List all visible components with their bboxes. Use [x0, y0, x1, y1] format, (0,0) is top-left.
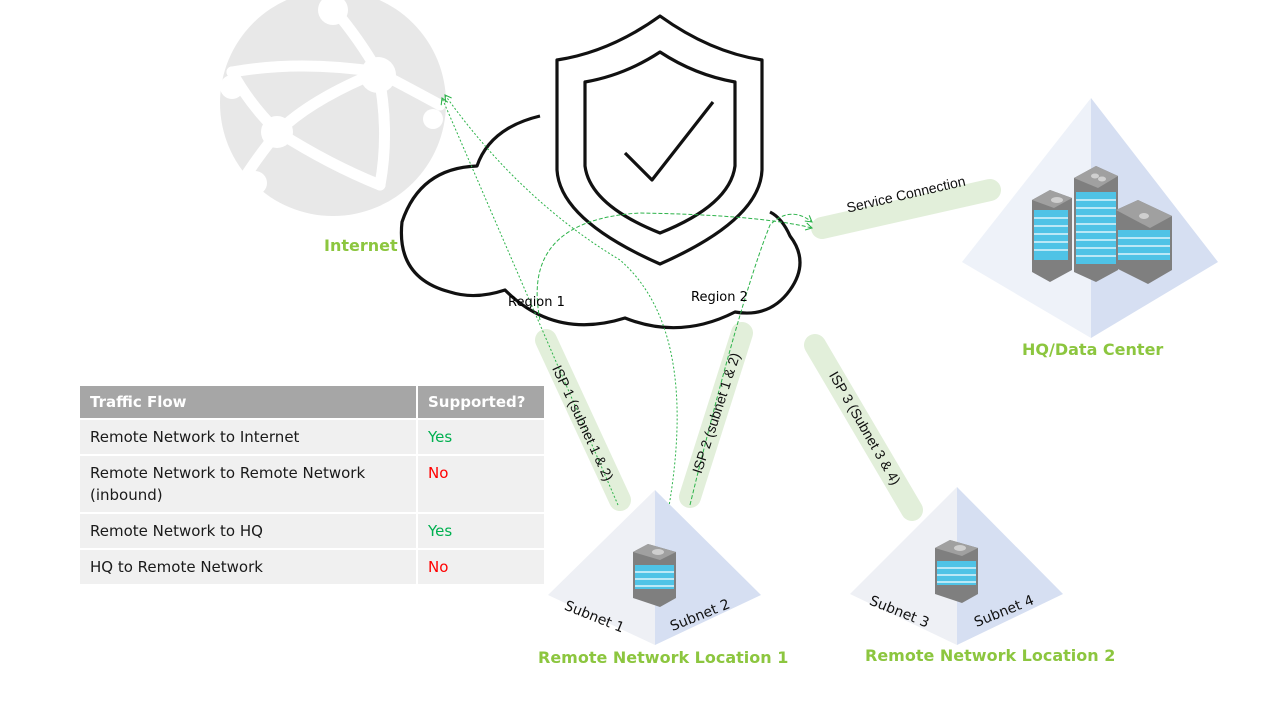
supported-cell: Yes — [418, 418, 544, 454]
flow-cell: HQ to Remote Network — [80, 548, 418, 584]
remote-network-2-label: Remote Network Location 2 — [865, 646, 1116, 665]
table-row: Remote Network to Remote Network (inboun… — [80, 454, 544, 512]
remote-network-1-label: Remote Network Location 1 — [538, 648, 789, 667]
shield-check-icon — [555, 14, 764, 266]
traffic-flow-table: Traffic Flow Supported? Remote Network t… — [80, 386, 544, 584]
office-buildings-icon — [1032, 166, 1172, 284]
cloud-icon — [399, 114, 802, 330]
globe-network-icon — [220, 0, 446, 216]
table-row: Remote Network to Internet Yes — [80, 418, 544, 454]
region-1-label: Region 1 — [508, 295, 565, 310]
office-building-icon — [633, 544, 676, 607]
supported-cell: No — [418, 548, 544, 584]
traffic-flow-lines — [440, 94, 814, 513]
supported-cell: Yes — [418, 512, 544, 548]
region-2-label: Region 2 — [691, 290, 748, 305]
service-connection-pipe — [811, 179, 1001, 239]
table-header-row: Traffic Flow Supported? — [80, 386, 544, 418]
office-building-icon — [935, 540, 978, 603]
flow-to-internet-1 — [440, 97, 619, 506]
header-supported: Supported? — [418, 386, 544, 418]
flow-cell: Remote Network to Remote Network (inboun… — [80, 454, 418, 512]
flow-rn-to-hq-2 — [689, 213, 813, 506]
hq-label: HQ/Data Center — [1022, 340, 1164, 359]
flow-to-internet-2 — [444, 94, 678, 513]
supported-cell: No — [418, 454, 544, 512]
header-traffic-flow: Traffic Flow — [80, 386, 418, 418]
table-row: HQ to Remote Network No — [80, 548, 544, 584]
flow-cell: Remote Network to Internet — [80, 418, 418, 454]
internet-label: Internet — [324, 236, 398, 255]
isp1-pipe — [535, 329, 631, 511]
table-row: Remote Network to HQ Yes — [80, 512, 544, 548]
remote-network-1-pyramid — [548, 490, 761, 645]
isp3-pipe — [804, 334, 923, 521]
flow-cell: Remote Network to HQ — [80, 512, 418, 548]
remote-network-2-pyramid — [850, 487, 1063, 645]
